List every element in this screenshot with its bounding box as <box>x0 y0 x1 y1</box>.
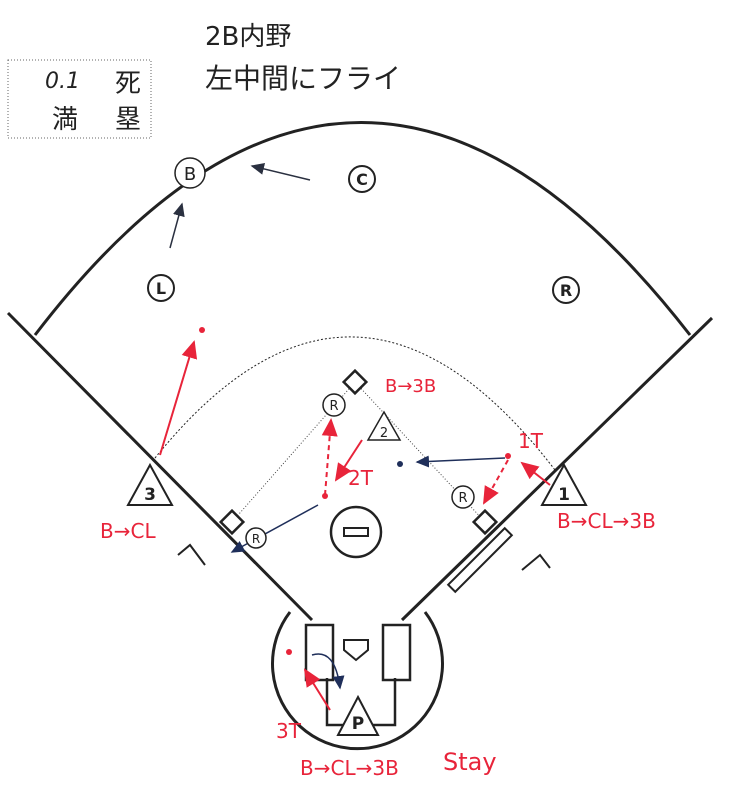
svg-text:1: 1 <box>558 485 570 505</box>
home-circle <box>271 611 444 751</box>
arrow-catcher-tag <box>303 668 331 711</box>
arrow-first-throw <box>415 455 506 468</box>
fielder-third: 3 <box>126 462 174 506</box>
svg-text:P: P <box>352 714 364 734</box>
ball-spot <box>199 327 205 333</box>
svg-text:L: L <box>156 279 166 298</box>
first-base <box>471 508 499 536</box>
bases-label-2: 塁 <box>115 105 141 135</box>
batter-box-left <box>304 623 335 682</box>
tag-spot-1 <box>505 453 511 459</box>
second-base <box>341 368 369 396</box>
arrow-c-to-b <box>250 162 311 181</box>
annotation-pitcher: B→CL→3B <box>300 756 399 780</box>
dot <box>397 461 403 467</box>
fielder-first: 1 <box>540 462 588 506</box>
annotation-3t: 3T <box>276 719 302 743</box>
third-coach-box <box>177 543 206 566</box>
svg-text:B: B <box>184 164 196 185</box>
left-foul-line <box>6 311 314 622</box>
tag-spot-2 <box>322 493 328 499</box>
svg-text:R: R <box>458 491 467 506</box>
annotation-2t: 2T <box>348 466 374 490</box>
annotation-third-fielder: B→CL <box>100 519 156 543</box>
arrow-catcher <box>311 653 345 690</box>
outs-count: 0.1 <box>45 69 80 94</box>
svg-text:3: 3 <box>144 485 156 505</box>
svg-text:R: R <box>252 532 260 546</box>
first-base-runway <box>446 526 514 594</box>
arrow-second-fielder <box>334 439 363 482</box>
arrow-runner-2-tag <box>321 418 338 496</box>
fielder-r: R <box>552 276 580 304</box>
title-line1: 2B内野 <box>205 22 291 52</box>
fielder-c: C <box>348 165 376 193</box>
fielder-pitcher: P <box>336 694 380 736</box>
basepath-2-3 <box>231 381 356 523</box>
pitcher-plate <box>343 527 369 537</box>
svg-text:R: R <box>329 399 338 414</box>
arrow-l-to-b <box>169 202 185 249</box>
bases-label: 満 <box>52 105 78 135</box>
runner-first: R <box>451 485 475 509</box>
right-foul-line <box>400 316 714 622</box>
fielder-b: B <box>174 157 206 189</box>
tag-spot-3 <box>286 649 292 655</box>
fielder-l: L <box>147 274 175 302</box>
svg-text:C: C <box>356 170 368 189</box>
arrow-first-fielder <box>520 461 551 486</box>
runner-second: R <box>322 393 346 417</box>
arrow-runner-1-tag <box>483 459 509 505</box>
annotation-b-3b: B→3B <box>385 376 436 397</box>
annotation-first-fielder: B→CL→3B <box>557 509 656 533</box>
arrow-runner-3-throw <box>230 504 319 553</box>
annotation-stay: Stay <box>443 748 497 776</box>
outs-label: 死 <box>115 69 141 99</box>
outfield-fence <box>33 121 692 336</box>
batter-box-right <box>381 623 412 682</box>
situation-box: 0.1 死 満 塁 <box>7 59 152 139</box>
runner-third: R <box>245 527 267 549</box>
title-line2: 左中間にフライ <box>205 62 401 95</box>
third-base <box>218 508 246 536</box>
svg-text:R: R <box>560 281 572 300</box>
home-plate <box>343 639 369 662</box>
infield-arc <box>154 336 556 471</box>
annotation-1t: 1T <box>518 429 544 453</box>
arrow-third-fielder <box>159 340 198 456</box>
svg-text:2: 2 <box>380 426 388 441</box>
fielder-second: 2 <box>366 410 402 441</box>
first-coach-box <box>521 553 551 571</box>
